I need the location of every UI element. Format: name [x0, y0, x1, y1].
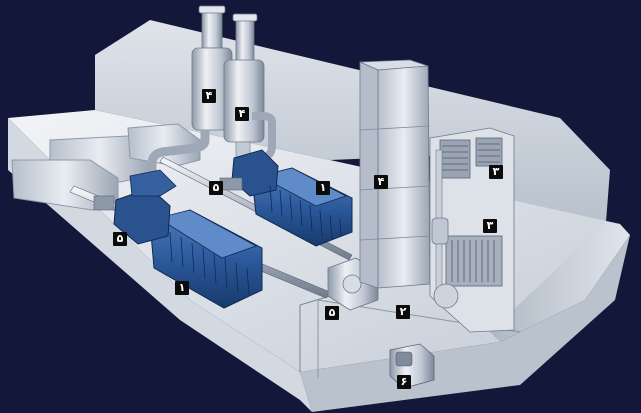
label-air-intake-top: ٣	[489, 165, 503, 179]
label-engine-left: ١	[175, 281, 189, 295]
silencer-right-body	[223, 59, 265, 143]
hull-side-right	[490, 222, 630, 342]
label-turbine-uptake: ۴	[374, 175, 388, 189]
intake-filter-lower-slats	[451, 240, 495, 282]
label-gearbox-bottom: ۵	[325, 306, 339, 320]
engine-right-top	[258, 167, 348, 207]
silencer-right-cap	[232, 13, 258, 22]
air-intake-trunk	[429, 127, 515, 333]
label-engine-right: ١	[316, 181, 330, 195]
hull-bulkhead-line	[317, 299, 521, 378]
label-exhaust-silencer-left: ۴	[202, 89, 216, 103]
engine-left-turbo	[129, 169, 177, 197]
silencer-left-stack	[201, 7, 223, 49]
hull-front-wall	[8, 118, 312, 412]
generator-motor	[395, 351, 413, 367]
diesel-engine-left	[113, 169, 263, 309]
exhaust-pipe-left	[147, 130, 210, 178]
gearbox-right-coupling	[219, 177, 243, 191]
outlet-rear	[127, 123, 201, 167]
intake-louver-right-slats	[478, 143, 500, 163]
label-generator: ۶	[397, 375, 411, 389]
intake-bellmouth	[433, 283, 459, 309]
engine-left-cylinders	[169, 231, 250, 295]
gas-turbine-uptake	[359, 59, 431, 289]
engine-right-cylinders	[269, 185, 342, 239]
silencer-right-stack	[235, 15, 255, 62]
hull-inner-edge	[299, 295, 331, 372]
diesel-engine-right	[231, 149, 353, 247]
label-gearbox-center: ۵	[113, 232, 127, 246]
intake-filter-lower	[445, 235, 503, 287]
label-air-intake-mid: ٣	[483, 219, 497, 233]
gas-turbine-module	[431, 217, 449, 245]
silencer-left-cap	[198, 5, 226, 14]
hull-keel	[300, 235, 630, 412]
intake-louver-upper-slats	[442, 145, 468, 171]
label-gearbox-left: ۵	[209, 181, 223, 195]
engine-left-top	[156, 209, 257, 259]
gearbox-left-coupling	[93, 195, 115, 211]
gearbox-center-flange	[342, 274, 362, 294]
label-exhaust-silencer-right: ۴	[235, 107, 249, 121]
label-gas-turbine: ٢	[396, 305, 410, 319]
uptake-segment-lines	[359, 125, 431, 241]
